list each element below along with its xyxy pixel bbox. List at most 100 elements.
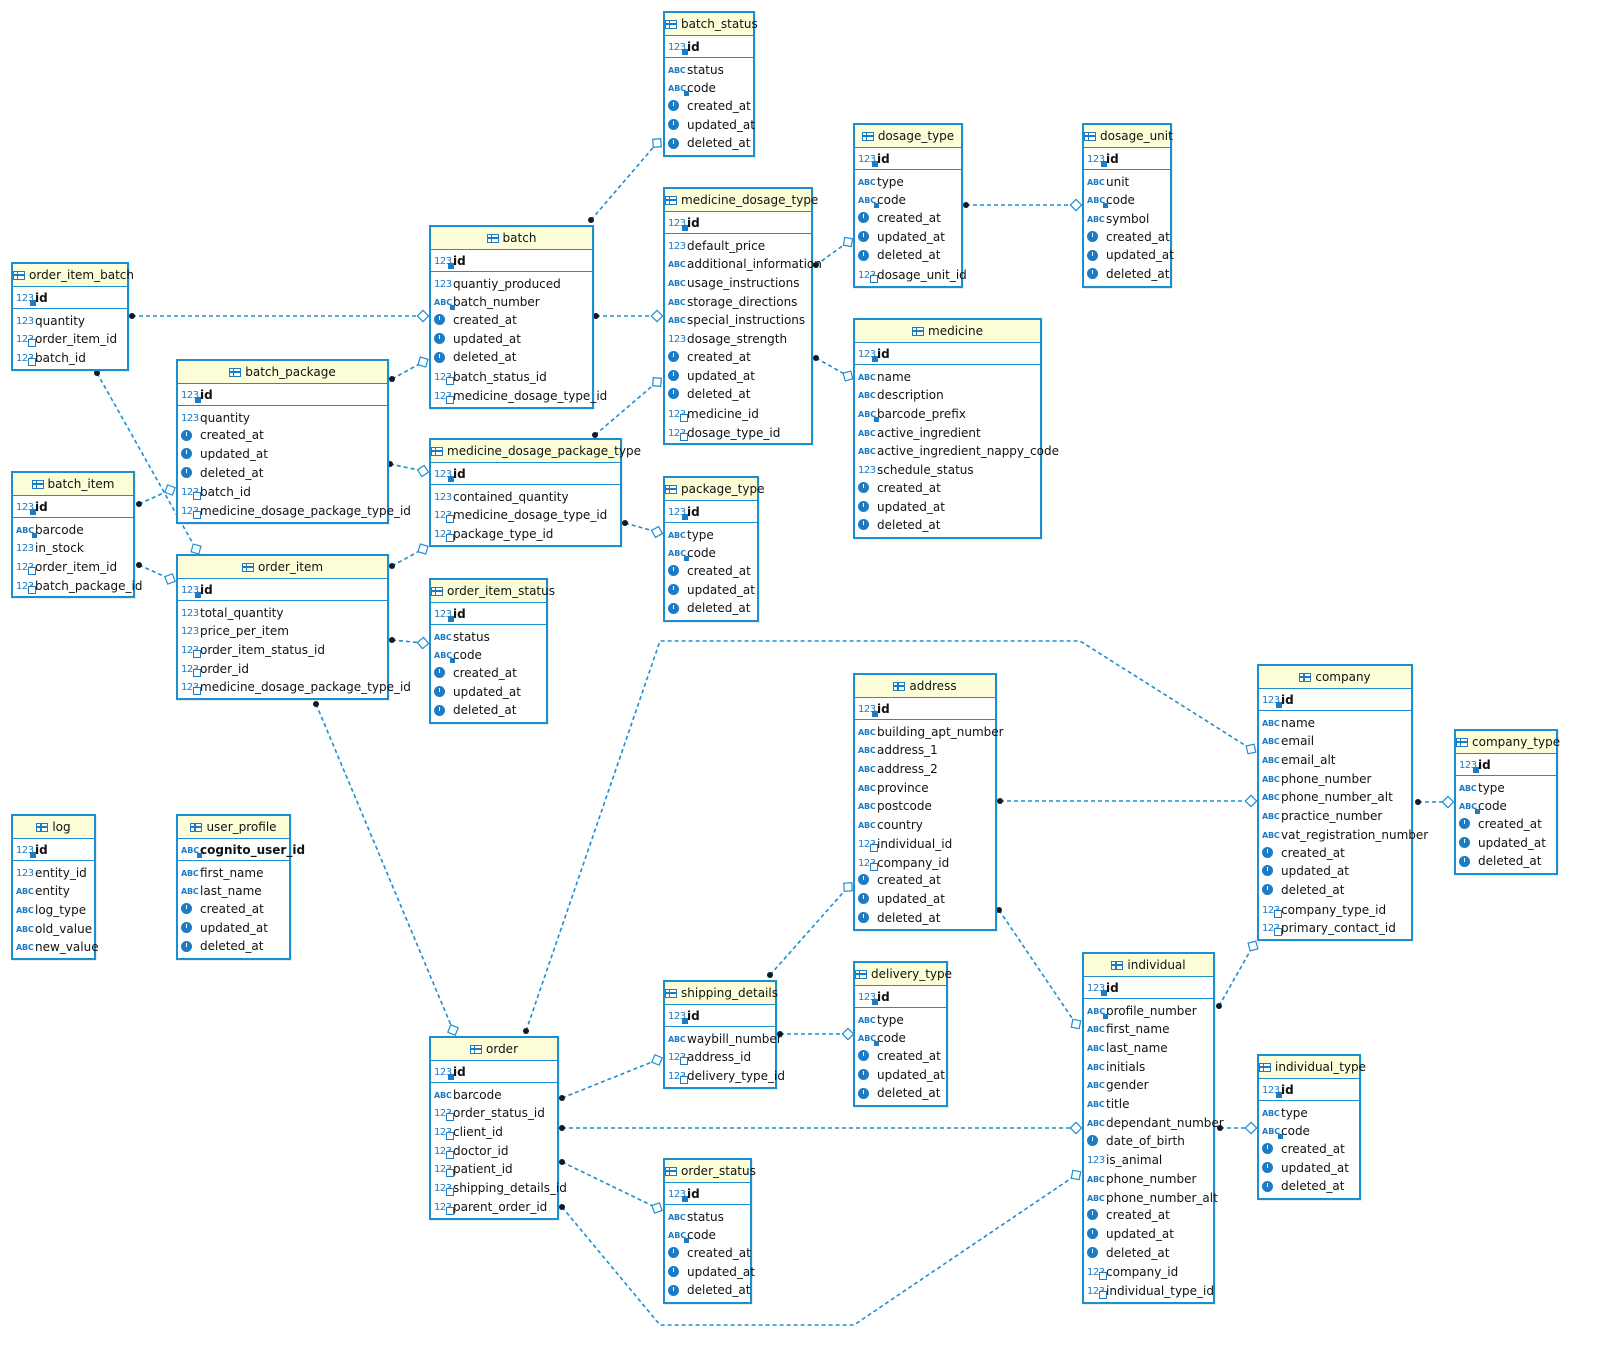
column[interactable]: created_at: [1456, 815, 1556, 834]
primary-key-column[interactable]: ABCcognito_user_id: [178, 840, 305, 859]
column[interactable]: 123address_id: [665, 1047, 775, 1066]
column[interactable]: created_at: [1259, 844, 1411, 863]
primary-key-column[interactable]: 123id: [1084, 978, 1213, 997]
primary-key-column[interactable]: 123id: [1084, 149, 1170, 168]
column[interactable]: updated_at: [665, 116, 755, 135]
column[interactable]: deleted_at: [855, 1084, 946, 1103]
column[interactable]: 123delivery_type_id: [665, 1066, 785, 1085]
column[interactable]: deleted_at: [665, 385, 811, 404]
column[interactable]: ABCtype: [1259, 1103, 1359, 1122]
column[interactable]: ABCinitials: [1084, 1057, 1213, 1076]
column[interactable]: 123medicine_dosage_type_id: [431, 386, 607, 405]
entity-header[interactable]: log: [13, 816, 94, 839]
column[interactable]: ABCbarcode: [13, 520, 133, 539]
entity-header[interactable]: individual: [1084, 954, 1213, 977]
column[interactable]: 123order_item_id: [13, 557, 133, 576]
column[interactable]: created_at: [665, 1244, 751, 1263]
column[interactable]: 123primary_contact_id: [1259, 918, 1411, 937]
column[interactable]: ABCcode: [431, 645, 546, 664]
column[interactable]: created_at: [665, 97, 753, 116]
column[interactable]: ABCpractice_number: [1259, 806, 1411, 825]
column[interactable]: 123dosage_strength: [665, 329, 811, 348]
column[interactable]: 123in_stock: [13, 538, 133, 557]
column[interactable]: 123batch_status_id: [431, 367, 592, 386]
column[interactable]: 123schedule_status: [855, 460, 1040, 479]
column[interactable]: 123parent_order_id: [431, 1197, 557, 1216]
column[interactable]: updated_at: [855, 228, 961, 247]
column[interactable]: ABCtype: [855, 172, 961, 191]
column[interactable]: 123contained_quantity: [431, 487, 620, 506]
column[interactable]: ABCvat_registration_number: [1259, 825, 1428, 844]
entity-header[interactable]: batch_item: [13, 473, 133, 496]
primary-key-column[interactable]: 123id: [431, 464, 620, 483]
column[interactable]: deleted_at: [1259, 881, 1411, 900]
column[interactable]: 123medicine_id: [665, 404, 811, 423]
column[interactable]: 123is_animal: [1084, 1150, 1213, 1169]
column[interactable]: ABCcountry: [855, 815, 995, 834]
relationship-shipping-details-to-address[interactable]: [767, 882, 853, 978]
column[interactable]: 123order_id: [178, 659, 387, 678]
primary-key-column[interactable]: 123id: [1259, 1080, 1359, 1099]
column[interactable]: 123dosage_type_id: [665, 423, 811, 442]
column[interactable]: ABCemail: [1259, 731, 1411, 750]
relationship-address-to-company[interactable]: [997, 794, 1258, 808]
relationship-order-to-order-status[interactable]: [559, 1159, 663, 1214]
column[interactable]: ABCbatch_number: [431, 292, 592, 311]
primary-key-column[interactable]: 123id: [431, 251, 592, 270]
column[interactable]: 123batch_id: [178, 482, 387, 501]
entity-header[interactable]: individual_type: [1259, 1056, 1366, 1079]
entity-header[interactable]: address: [855, 675, 995, 698]
column[interactable]: ABClast_name: [178, 881, 289, 900]
relationship-order-item-to-order-item-status[interactable]: [389, 636, 430, 650]
column[interactable]: updated_at: [855, 498, 1040, 517]
primary-key-column[interactable]: 123id: [1456, 755, 1556, 774]
column[interactable]: 123quantity: [178, 408, 387, 427]
column[interactable]: created_at: [1084, 228, 1170, 247]
column[interactable]: ABCcode: [665, 78, 753, 97]
primary-key-column[interactable]: 123id: [665, 37, 753, 56]
column[interactable]: ABCusage_instructions: [665, 273, 811, 292]
relationship-batch-to-batch-status[interactable]: [588, 138, 662, 223]
primary-key-column[interactable]: 123id: [431, 1062, 557, 1081]
column[interactable]: ABCentity: [13, 881, 94, 900]
relationship-address-to-individual[interactable]: [996, 907, 1082, 1030]
column[interactable]: ABCcode: [855, 1028, 946, 1047]
entity-header[interactable]: company_type: [1456, 731, 1560, 754]
column[interactable]: updated_at: [1084, 1225, 1213, 1244]
column[interactable]: updated_at: [665, 1263, 755, 1282]
column[interactable]: updated_at: [1259, 862, 1411, 881]
relationship-company-to-company-type[interactable]: [1415, 795, 1455, 809]
column[interactable]: updated_at: [1456, 834, 1556, 853]
entity-header[interactable]: batch_package: [178, 361, 387, 384]
primary-key-column[interactable]: 123id: [13, 840, 94, 859]
column[interactable]: deleted_at: [665, 1281, 750, 1300]
primary-key-column[interactable]: 123id: [855, 149, 961, 168]
primary-key-column[interactable]: 123id: [855, 344, 1040, 363]
column[interactable]: ABCcode: [855, 190, 961, 209]
primary-key-column[interactable]: 123id: [665, 502, 757, 521]
column[interactable]: deleted_at: [855, 516, 1040, 535]
column[interactable]: updated_at: [855, 890, 995, 909]
column[interactable]: ABCstatus: [665, 60, 753, 79]
entity-header[interactable]: order_status: [665, 1160, 756, 1183]
column[interactable]: ABCstatus: [665, 1207, 750, 1226]
column[interactable]: updated_at: [178, 445, 387, 464]
column[interactable]: ABCsymbol: [1084, 209, 1170, 228]
column[interactable]: 123total_quantity: [178, 603, 387, 622]
entity-header[interactable]: medicine_dosage_package_type: [431, 440, 641, 463]
column[interactable]: ABCbuilding_apt_number: [855, 722, 1004, 741]
relationship-individual-to-company[interactable]: [1216, 940, 1259, 1009]
entity-header[interactable]: order_item: [178, 556, 387, 579]
column[interactable]: ABClast_name: [1084, 1038, 1213, 1057]
primary-key-column[interactable]: 123id: [855, 699, 995, 718]
entity-header[interactable]: order: [431, 1038, 557, 1061]
